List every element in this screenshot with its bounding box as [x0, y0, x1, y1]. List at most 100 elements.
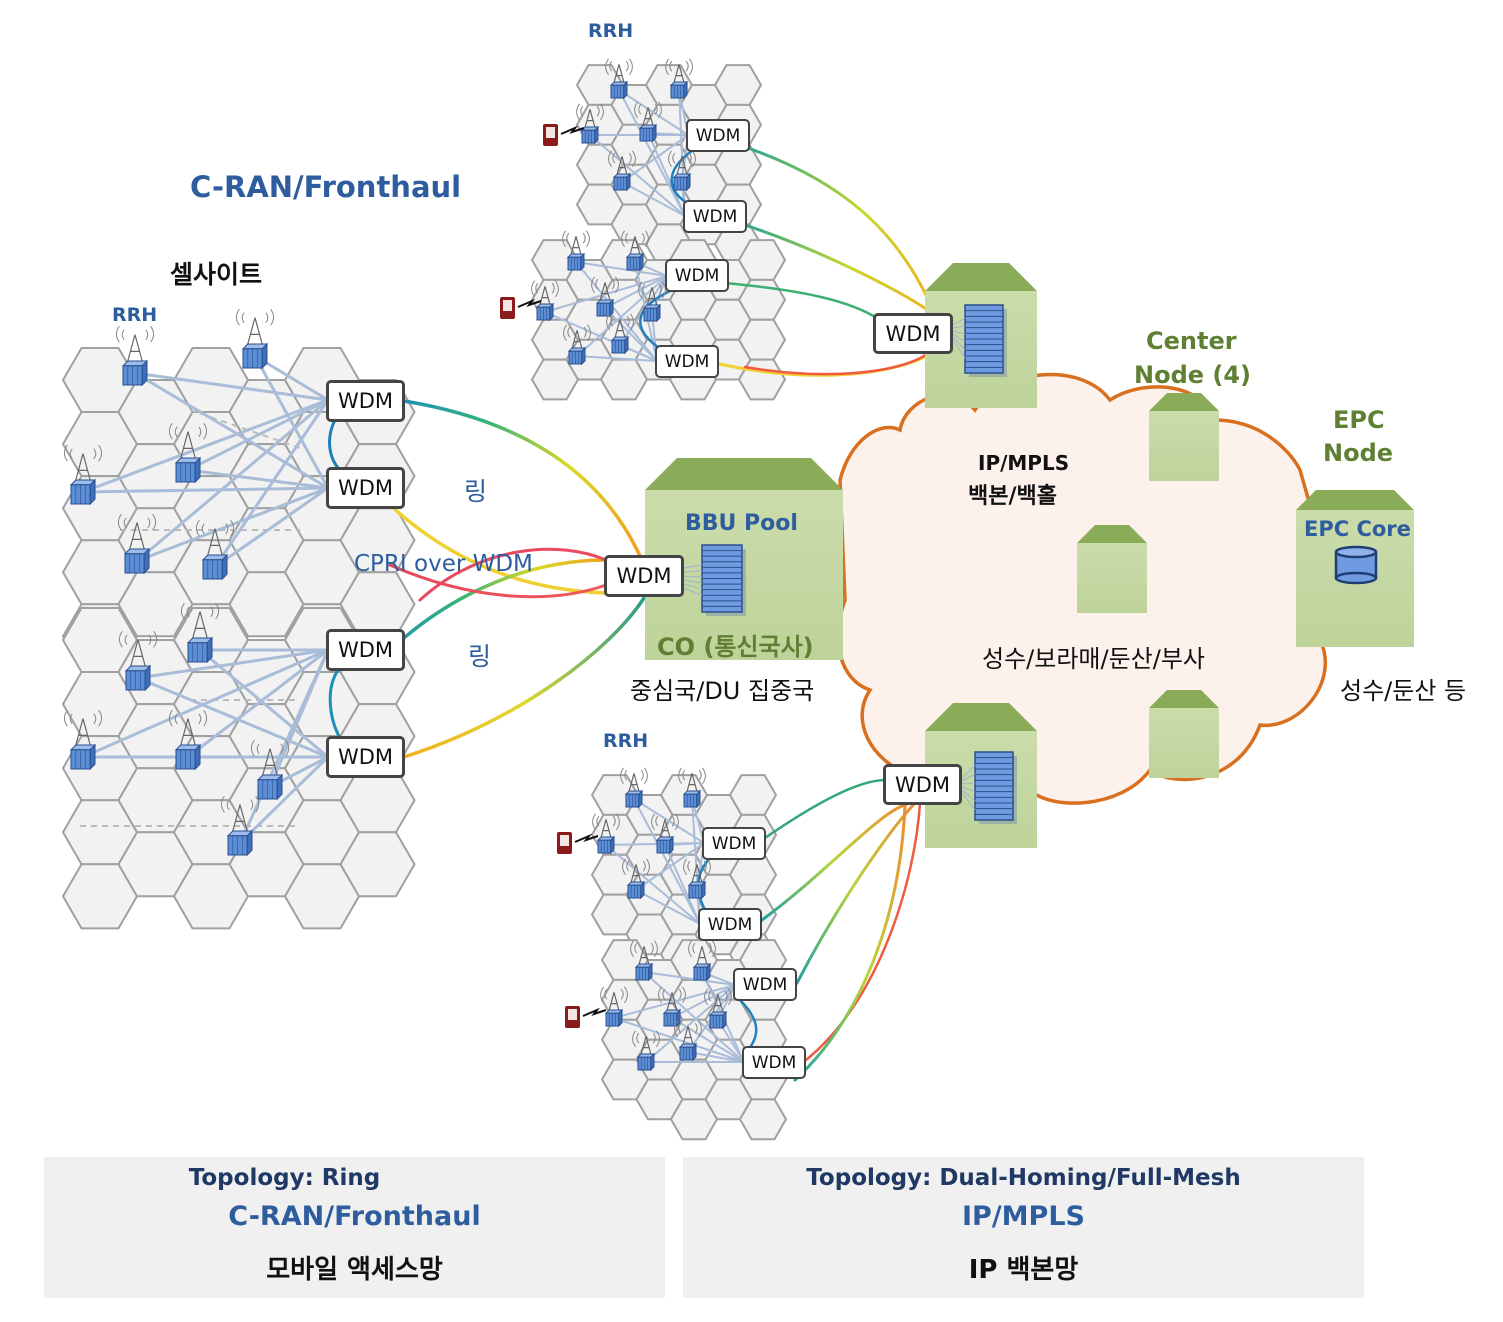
cell-tower-icon	[614, 319, 626, 338]
mobile-phone	[543, 124, 585, 146]
cell-tower	[608, 150, 636, 175]
fiber-link	[388, 503, 608, 595]
rrh-unit	[124, 664, 152, 692]
rrh-side	[143, 547, 150, 575]
cell-tower-icon	[608, 992, 620, 1011]
rrh-link	[633, 798, 705, 844]
rrh-side	[194, 456, 201, 484]
database-top	[1334, 545, 1378, 559]
cell-tower	[634, 101, 662, 126]
center-node-building-3	[1149, 690, 1219, 778]
rack-fiber	[961, 786, 976, 793]
rrh-side	[638, 789, 643, 809]
rack-fiber	[952, 325, 966, 329]
signal-waves	[563, 324, 591, 342]
co-sub-label: 중심국/DU 집중국	[630, 677, 815, 705]
cell-tower	[678, 767, 706, 792]
epc-node-label-2: Node	[1323, 439, 1394, 467]
rrh-link	[214, 486, 329, 569]
signal-waves	[630, 940, 658, 958]
bbu-pool-rack	[701, 544, 746, 616]
cell-tower	[250, 739, 290, 776]
cell-tower	[195, 519, 235, 556]
ip-mpls-label-1: IP/MPLS	[978, 451, 1070, 475]
phone-screen	[503, 300, 512, 311]
rack-fiber	[952, 336, 966, 351]
rrh-side	[610, 835, 615, 855]
cell-tower	[665, 58, 693, 83]
signal-waves	[220, 795, 260, 813]
cell-tower-icon	[75, 453, 91, 481]
cpri-over-wdm-label: CPRI over WDM	[354, 551, 533, 577]
rrh-side	[609, 298, 614, 318]
rrh-link	[187, 468, 329, 490]
lightning-icon	[560, 125, 585, 135]
signal-waves	[168, 422, 208, 440]
rrh-link	[618, 89, 686, 217]
rrh-side	[639, 252, 644, 272]
fiber-link	[723, 281, 882, 322]
rrh-link	[671, 984, 736, 1019]
cell-tower-icon	[584, 109, 596, 128]
wdm-box-top-4: WDM	[655, 345, 719, 378]
building-roof	[1296, 490, 1414, 510]
cell-tower	[621, 230, 649, 255]
rrh-unit	[121, 359, 149, 387]
rack-fiber	[682, 579, 703, 584]
signal-waves	[658, 986, 686, 1004]
rack-fiber	[682, 587, 703, 596]
signal-waves	[688, 940, 716, 958]
signal-waves	[591, 276, 619, 294]
ip-mpls-label-2: 백본/백홀	[968, 484, 1057, 509]
wdm-box-bottom-2: WDM	[698, 908, 762, 941]
signal-waves	[668, 150, 696, 168]
cell-tower-icon	[247, 317, 263, 345]
signal-waves	[622, 858, 650, 876]
rrh-unit	[624, 789, 644, 809]
rrh-unit	[174, 743, 202, 771]
fiber-link	[760, 778, 888, 842]
signal-waves	[674, 1020, 702, 1038]
cell-tower-icon	[180, 718, 196, 746]
lightning-icon	[582, 1007, 607, 1017]
signal-waves	[605, 58, 633, 76]
rrh-side	[640, 880, 645, 900]
rack-fiber	[961, 789, 976, 802]
signal-waves	[118, 630, 158, 648]
signal-waves	[632, 1030, 660, 1048]
rrh-unit	[642, 303, 662, 323]
mobile-phone	[500, 297, 542, 319]
rrh-unit	[678, 1042, 698, 1062]
rrh-unit	[123, 547, 151, 575]
rrh-link	[643, 971, 736, 986]
top-site-rack	[964, 304, 1007, 377]
cell-tower-icon	[691, 864, 703, 883]
rrh-link	[137, 676, 329, 759]
cell-tower	[562, 230, 590, 255]
phone-screen	[560, 835, 569, 846]
rrh-unit	[636, 1052, 656, 1072]
rrh-link	[671, 1017, 745, 1063]
cell-tower-icon	[629, 236, 641, 255]
cell-tower-icon	[673, 64, 685, 83]
rrh-link	[187, 648, 329, 759]
building-icon	[1077, 543, 1147, 613]
rrh-side	[206, 636, 213, 664]
rrh-link	[136, 398, 329, 563]
cell-tower	[620, 767, 648, 792]
signal-waves	[608, 150, 636, 168]
rrh-unit	[612, 172, 632, 192]
signal-waves	[531, 280, 559, 298]
rrh-side	[549, 302, 554, 322]
cell-hex	[713, 64, 763, 106]
cell-tower	[235, 308, 275, 345]
fiber-link	[795, 801, 917, 985]
rack-fiber	[961, 782, 976, 785]
signal-waves	[180, 602, 220, 620]
rrh-link	[635, 842, 705, 891]
rrh-side	[580, 252, 585, 272]
fiber-link	[402, 596, 646, 759]
wdm-box-co: WDM	[604, 555, 684, 597]
wdm-box-bottom-3: WDM	[733, 968, 797, 1001]
rrh-side	[626, 172, 631, 192]
